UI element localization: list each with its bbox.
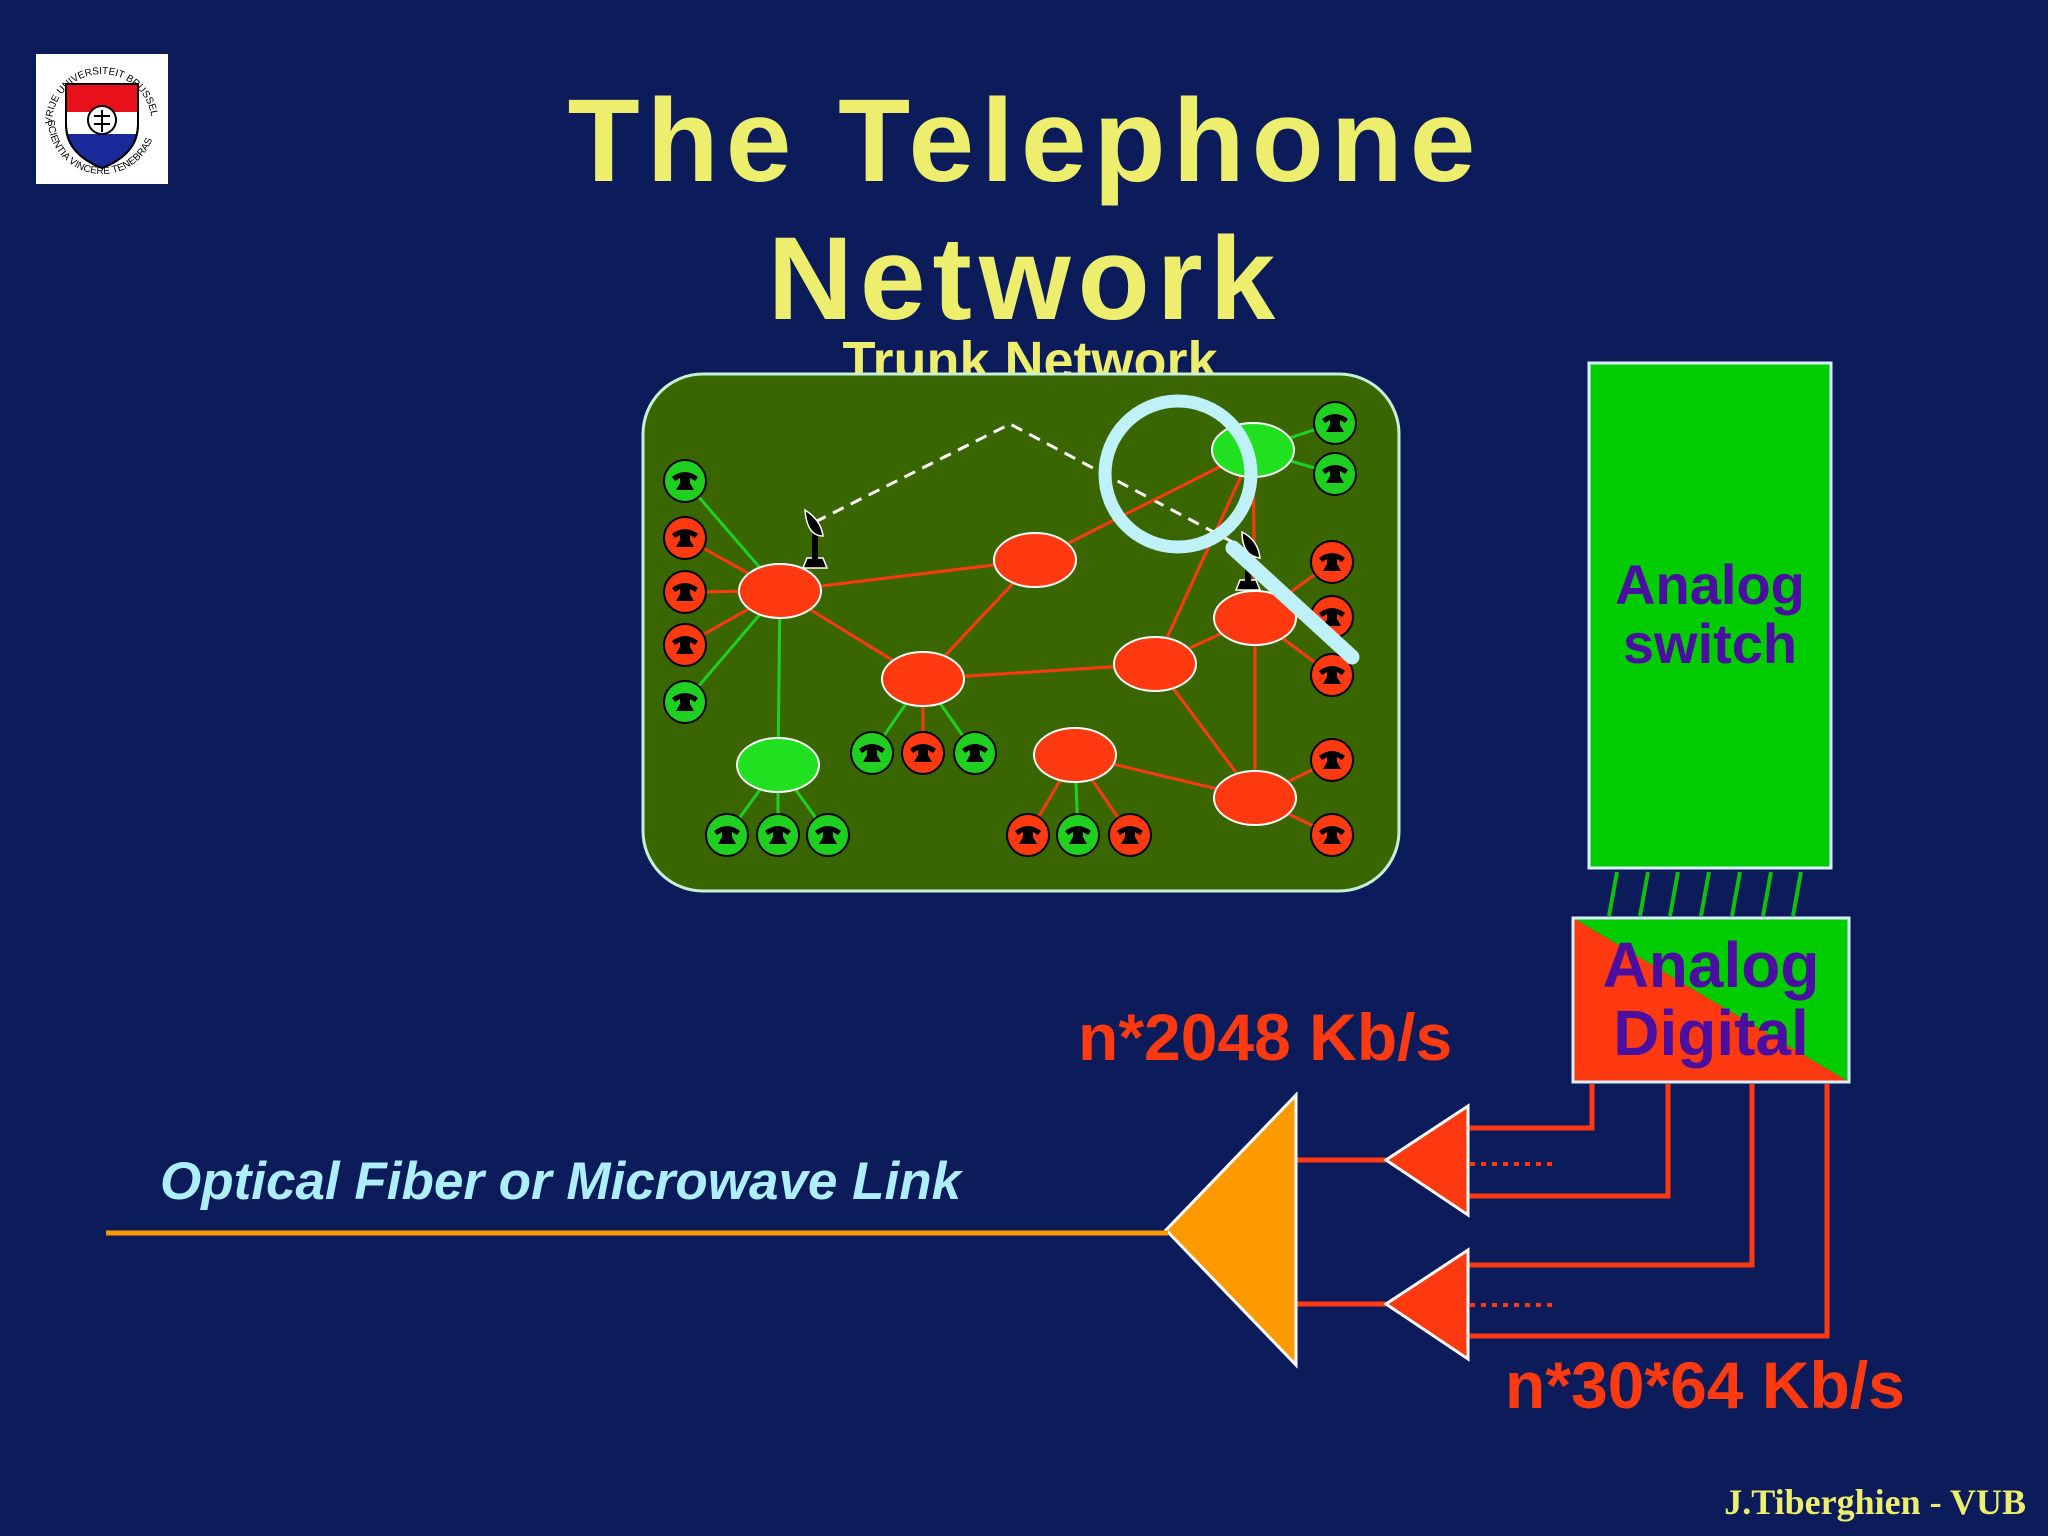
microwave-path: [814, 422, 1241, 548]
telephone-icon: [663, 570, 707, 614]
telephone-icon: [806, 813, 850, 857]
trunk-network-panel: [641, 372, 1401, 893]
multiplexer-lower: [1383, 1247, 1470, 1362]
telephone-icon: [1310, 540, 1354, 584]
analog-switch-box: [1587, 361, 1833, 870]
exchange-node: [993, 532, 1077, 588]
exchange-node: [1113, 636, 1197, 692]
converter-label-line1: Analog: [1602, 929, 1820, 1001]
channel-lines: [1296, 1084, 1830, 1339]
telephone-icon: [850, 731, 894, 775]
exchange-node: [1033, 727, 1117, 783]
microwave-antenna-icon: [801, 508, 829, 569]
telephone-icon: [663, 516, 707, 560]
switch-converter-lines: [1607, 871, 1803, 917]
exchange-node: [1213, 590, 1297, 646]
telephone-icon: [1108, 813, 1152, 857]
telephone-icon: [705, 813, 749, 857]
telephone-icon: [1310, 738, 1354, 782]
switch-label-line1: Analog: [1615, 553, 1805, 616]
exchange-node: [881, 651, 965, 707]
switch-label-line2: switch: [1622, 611, 1798, 675]
telephone-icon: [663, 680, 707, 724]
telephone-icon: [756, 813, 800, 857]
telephone-icon: [1310, 813, 1354, 857]
converter-label-line2: Digital: [1613, 996, 1809, 1069]
telephones: [663, 401, 1357, 857]
rate-low-label: n*30*64 Kb/s: [1505, 1348, 1905, 1422]
exchange-nodes: [736, 422, 1297, 826]
magnifier-icon: [1098, 394, 1360, 665]
telephone-icon: [1313, 452, 1357, 496]
ad-converter-box: [1571, 916, 1851, 1084]
slide-title-line1: The Telephone: [567, 75, 1483, 207]
exchange-node: [736, 737, 820, 793]
rate-high-label: n*2048 Kb/s: [1078, 1000, 1453, 1074]
slide-title-line2: Network: [767, 213, 1283, 345]
analog-switch-label: Analog switch: [1590, 553, 1830, 675]
telephone-icon: [663, 459, 707, 503]
line-amplifier: [1163, 1091, 1298, 1369]
more-channels-dots: [1470, 1162, 1556, 1307]
telephone-icon: [901, 731, 945, 775]
author-footer: J.Tiberghien - VUB: [1724, 1482, 2026, 1522]
telephone-icon: [1310, 653, 1354, 697]
telephone-icon: [1056, 813, 1100, 857]
telephone-icon: [1313, 401, 1357, 445]
exchange-node: [738, 563, 822, 619]
telephone-icon: [663, 623, 707, 667]
converter-label: Analog Digital: [1573, 929, 1849, 1069]
university-logo: VRIJE UNIVERSITEIT BRUSSEL SCIENTIA VINC…: [36, 54, 168, 184]
multiplexer-upper: [1383, 1103, 1470, 1218]
slide-subtitle: Trunk Network: [842, 334, 1218, 378]
telephone-icon: [1006, 813, 1050, 857]
telephone-icon: [953, 731, 997, 775]
exchange-node: [1213, 770, 1297, 826]
link-label: Optical Fiber or Microwave Link: [160, 1152, 962, 1211]
